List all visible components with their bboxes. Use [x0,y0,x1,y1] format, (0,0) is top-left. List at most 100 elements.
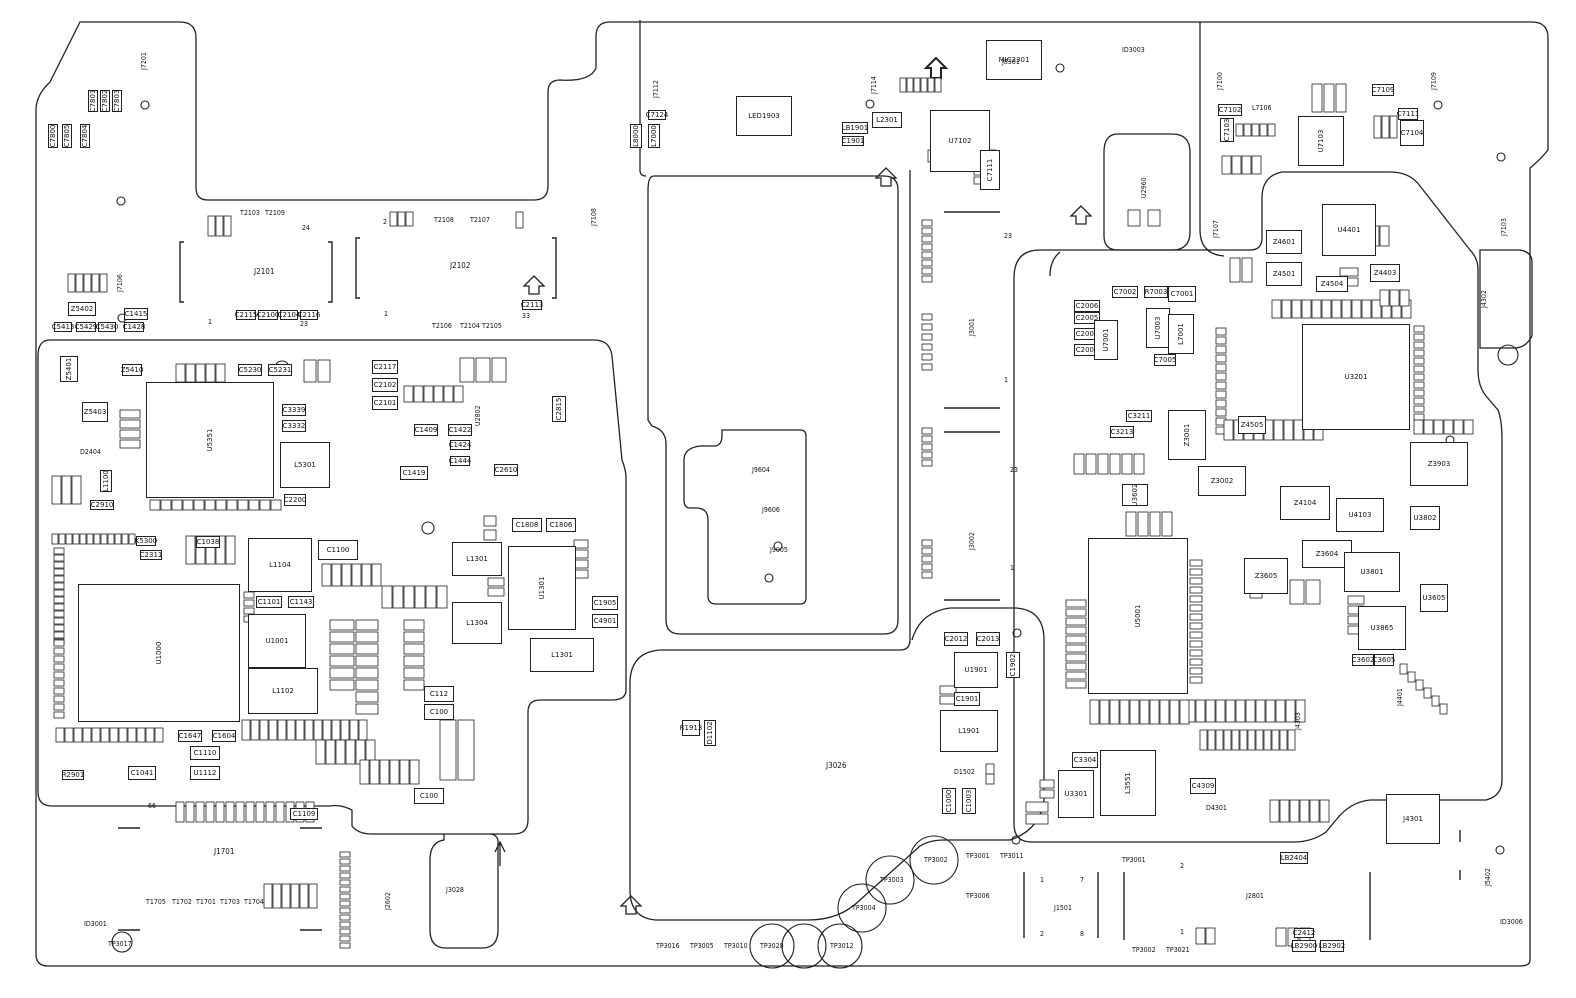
component-label: C1003 [965,789,973,813]
refdes-j7112-97: J7112 [652,80,660,98]
component-z4601-176: Z4601 [1266,230,1302,254]
pad [1149,699,1160,725]
pad [1195,699,1206,723]
pad [75,273,84,293]
component-label: C7102 [1218,106,1242,114]
pad [339,872,351,879]
pad [939,685,957,695]
pad [1251,123,1260,137]
pad [1413,397,1425,405]
pad [175,801,185,823]
component-label: D1102 [706,721,714,745]
refdes-j3028-88: J3028 [446,886,464,894]
component-c1143-65: C1143 [288,596,314,608]
refdes-j7103-172: J7103 [1500,218,1508,236]
refdes-tp3011-139: TP3011 [1000,852,1024,860]
component-c7001-182: C7001 [1168,286,1196,302]
component-l1301-85: L1301 [530,638,594,672]
pad [64,727,74,743]
pad [329,655,355,667]
component-label: C112 [429,690,449,698]
pad [329,619,355,631]
component-label: C7804 [81,124,89,148]
pad [119,419,141,429]
component-label: Z5403 [83,408,107,416]
component-label: C4901 [593,617,617,625]
pad [225,801,235,823]
refdes-j7107-173: J7107 [1212,220,1220,238]
pad [93,533,101,545]
pad [1323,83,1335,113]
component-c1038-60: C1038 [196,536,220,548]
pad [1065,608,1087,617]
component-c7111b-170: C7111 [1397,108,1419,120]
pad [51,475,62,505]
pad [1065,653,1087,662]
arrow-up-3 [619,895,643,915]
pad [250,719,260,741]
component-label: L3551 [1124,772,1132,794]
right-shield [1013,171,1503,843]
pad [1169,699,1180,725]
component-c1003-134: C1003 [962,788,976,814]
component-z3903-197: Z3903 [1410,442,1468,486]
refdes-j2101-14: J2101 [254,267,275,276]
pad [1189,676,1203,684]
pad [1189,595,1203,603]
pad [355,643,379,655]
refdes-j3002-118: J3002 [968,532,976,550]
component-c1424-50: C1424 [449,440,471,450]
pad [1189,667,1203,675]
component-label: Z4601 [1272,238,1296,246]
component-u5351-39: U5351 [146,382,274,498]
pad [1267,123,1276,137]
pad [1025,813,1049,825]
pad [1215,345,1227,354]
pad [204,499,216,511]
pad [1065,644,1087,653]
pin-number-p1-17: 1 [384,310,389,318]
left-cavity [37,339,627,835]
pad [921,555,933,563]
pad [355,619,379,631]
component-label: C1041 [130,769,154,777]
pad [270,499,282,511]
pad [1413,357,1425,365]
pad [1413,405,1425,413]
pad [1413,413,1425,421]
component-c2104-20: C2104 [278,310,300,320]
refdes-t1702-92: T1702 [172,898,192,906]
refdes-l7106-165: L7106 [1252,104,1272,112]
component-c3211-192: C3211 [1126,410,1152,422]
component-label: K5300 [134,537,158,545]
tp3002-ring [909,835,959,885]
pad [1271,299,1282,319]
arrow-up-2 [1069,205,1093,225]
refdes-t1701-93: T1701 [196,898,216,906]
component-label: L1304 [466,619,488,627]
arrow-up-4 [874,167,898,187]
pad [1431,695,1440,707]
component-c7124-98: C7124 [646,110,668,120]
pad [329,667,355,679]
component-c1901-130: C1901 [954,692,980,706]
component-u1901-127: U1901 [954,652,998,688]
pad [1295,699,1306,723]
pad [1275,927,1287,947]
pad [100,727,110,743]
pad [339,879,351,886]
pad [317,359,331,383]
hole-14 [1497,344,1519,366]
pad [339,928,351,935]
component-c1444-51: C1444 [449,456,471,466]
component-label: C1808 [515,521,539,529]
pad [329,631,355,643]
component-label: LB1901 [841,124,869,132]
pad [921,571,933,579]
component-label: Z4501 [1272,270,1296,278]
pad [515,211,524,229]
pad [1347,595,1365,605]
component-u4103-200: U4103 [1336,498,1384,532]
component-label: U3801 [1360,568,1384,576]
component-label: C1110 [193,749,217,757]
